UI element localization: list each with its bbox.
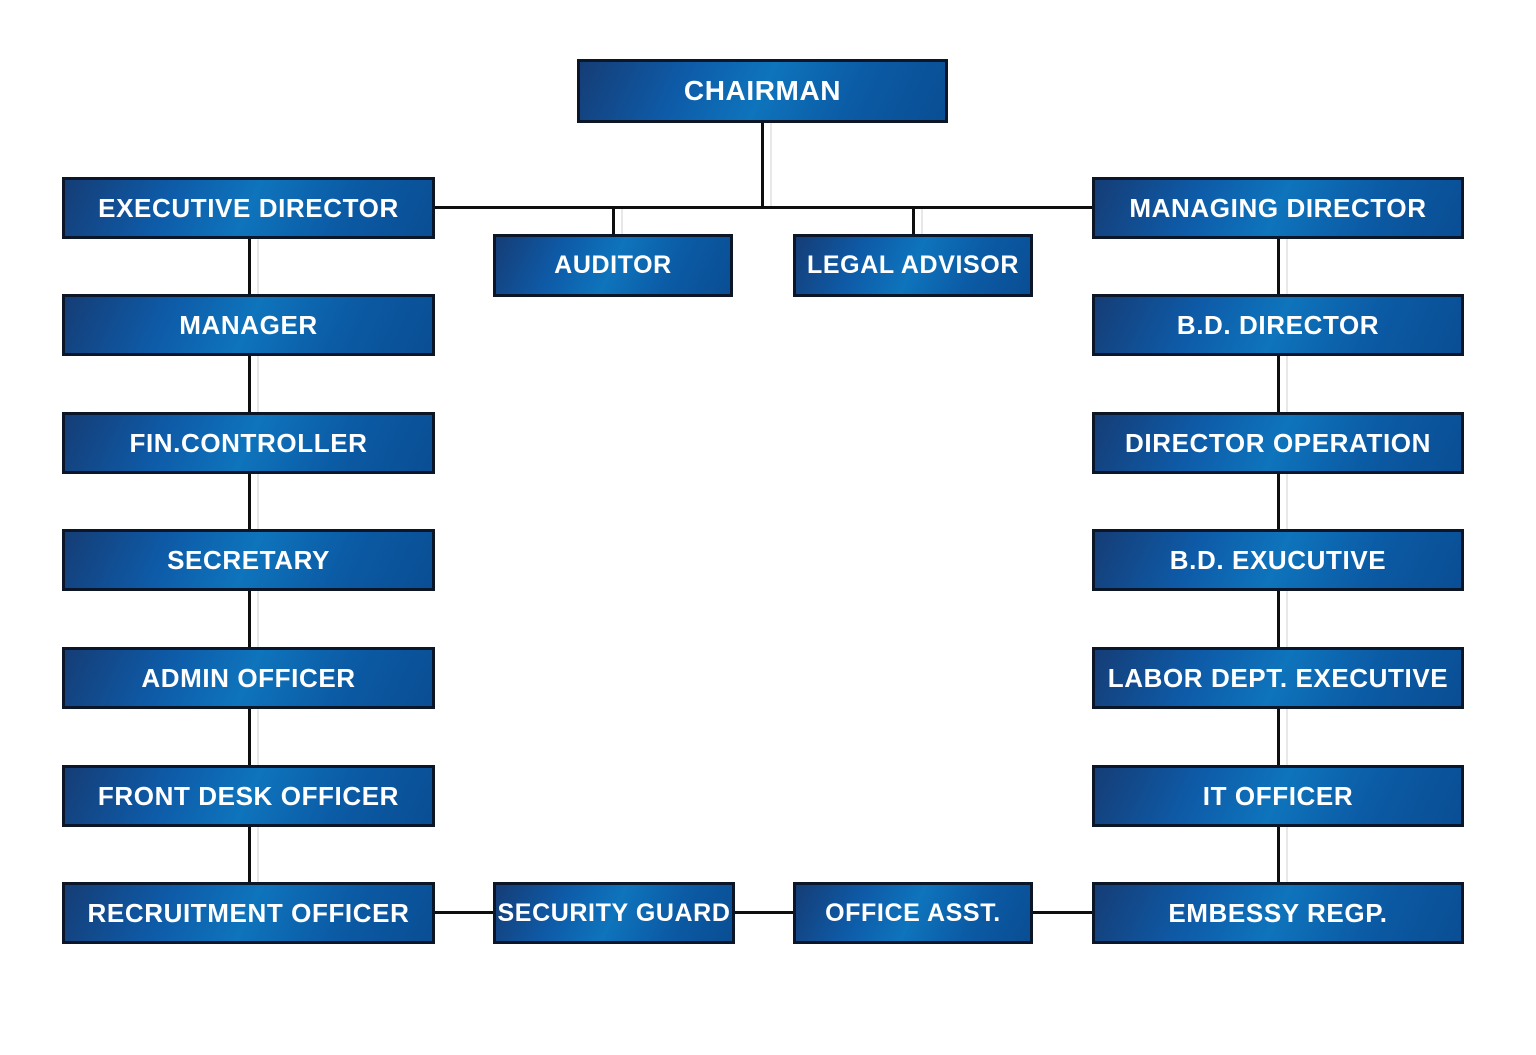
connector-frontdesk-recruitment [248, 827, 251, 882]
connector-manager-fincontroller [248, 356, 251, 412]
node-label: LEGAL ADVISOR [807, 251, 1019, 279]
node-labor-dept-executive: LABOR DEPT. EXECUTIVE [1092, 641, 1479, 709]
node-label: FIN.CONTROLLER [129, 427, 368, 458]
connector-top-bar [435, 206, 1092, 209]
node-managing-director: MANAGING DIRECTOR [1092, 171, 1479, 239]
node-label: RECRUITMENT OFFICER [87, 897, 410, 928]
node-front-desk-officer: FRONT DESK OFFICER [62, 759, 450, 827]
node-chairman: CHAIRMAN [577, 53, 963, 123]
node-label: B.D. DIRECTOR [1176, 309, 1380, 340]
node-label: EMBESSY REGP. [1168, 897, 1388, 928]
node-recruitment-officer: RECRUITMENT OFFICER [62, 876, 450, 944]
connector-securityguard-officeasst [735, 911, 793, 914]
connector-bdexucutive-labordept [1277, 591, 1280, 647]
connector-recruitment-securityguard [435, 911, 493, 914]
node-label: AUDITOR [554, 251, 672, 279]
node-security-guard: SECURITY GUARD [493, 876, 750, 944]
node-label: EXECUTIVE DIRECTOR [98, 192, 399, 223]
node-fin-controller: FIN.CONTROLLER [62, 406, 450, 474]
node-auditor: AUDITOR [493, 228, 748, 297]
node-label: DIRECTOR OPERATION [1125, 427, 1431, 458]
node-office-asst: OFFICE ASST. [793, 876, 1048, 944]
ghost-line [621, 206, 623, 234]
connector-chairman-down [761, 123, 764, 207]
node-label: B.D. EXUCUTIVE [1169, 544, 1387, 575]
node-bd-exucutive: B.D. EXUCUTIVE [1092, 523, 1479, 591]
node-bd-director: B.D. DIRECTOR [1092, 288, 1479, 356]
node-label: MANAGER [179, 309, 318, 340]
node-label: FRONT DESK OFFICER [97, 780, 400, 811]
connector-secretary-admin [248, 591, 251, 647]
node-manager: MANAGER [62, 288, 450, 356]
connector-officeasst-embessy [1033, 911, 1092, 914]
node-label: IT OFFICER [1202, 780, 1354, 811]
node-label: OFFICE ASST. [825, 898, 1001, 927]
node-label: LABOR DEPT. EXECUTIVE [1107, 662, 1449, 693]
connector-labordept-itofficer [1277, 709, 1280, 765]
ghost-line [770, 59, 772, 207]
connector-diroperation-bdexucutive [1277, 474, 1280, 529]
node-secretary: SECRETARY [62, 523, 450, 591]
node-label: MANAGING DIRECTOR [1129, 192, 1427, 223]
connector-managing-bddirector [1277, 239, 1280, 294]
node-label: SECURITY GUARD [497, 898, 731, 927]
node-label: SECRETARY [167, 544, 330, 575]
connector-exec-manager [248, 239, 251, 294]
connector-bddirector-diroperation [1277, 356, 1280, 412]
node-label: CHAIRMAN [683, 75, 842, 106]
node-embessy-regp: EMBESSY REGP. [1092, 876, 1479, 944]
node-legal-advisor: LEGAL ADVISOR [793, 228, 1048, 297]
node-it-officer: IT OFFICER [1092, 759, 1479, 827]
connector-fincontroller-secretary [248, 474, 251, 529]
node-admin-officer: ADMIN OFFICER [62, 641, 450, 709]
connector-auditor-stub [612, 206, 615, 234]
connector-itofficer-embessy [1277, 827, 1280, 882]
connector-admin-frontdesk [248, 709, 251, 765]
connector-legal-advisor-stub [912, 206, 915, 234]
ghost-line [921, 206, 923, 234]
node-director-operation: DIRECTOR OPERATION [1092, 406, 1479, 474]
node-label: ADMIN OFFICER [141, 662, 356, 693]
node-executive-director: EXECUTIVE DIRECTOR [62, 171, 450, 239]
